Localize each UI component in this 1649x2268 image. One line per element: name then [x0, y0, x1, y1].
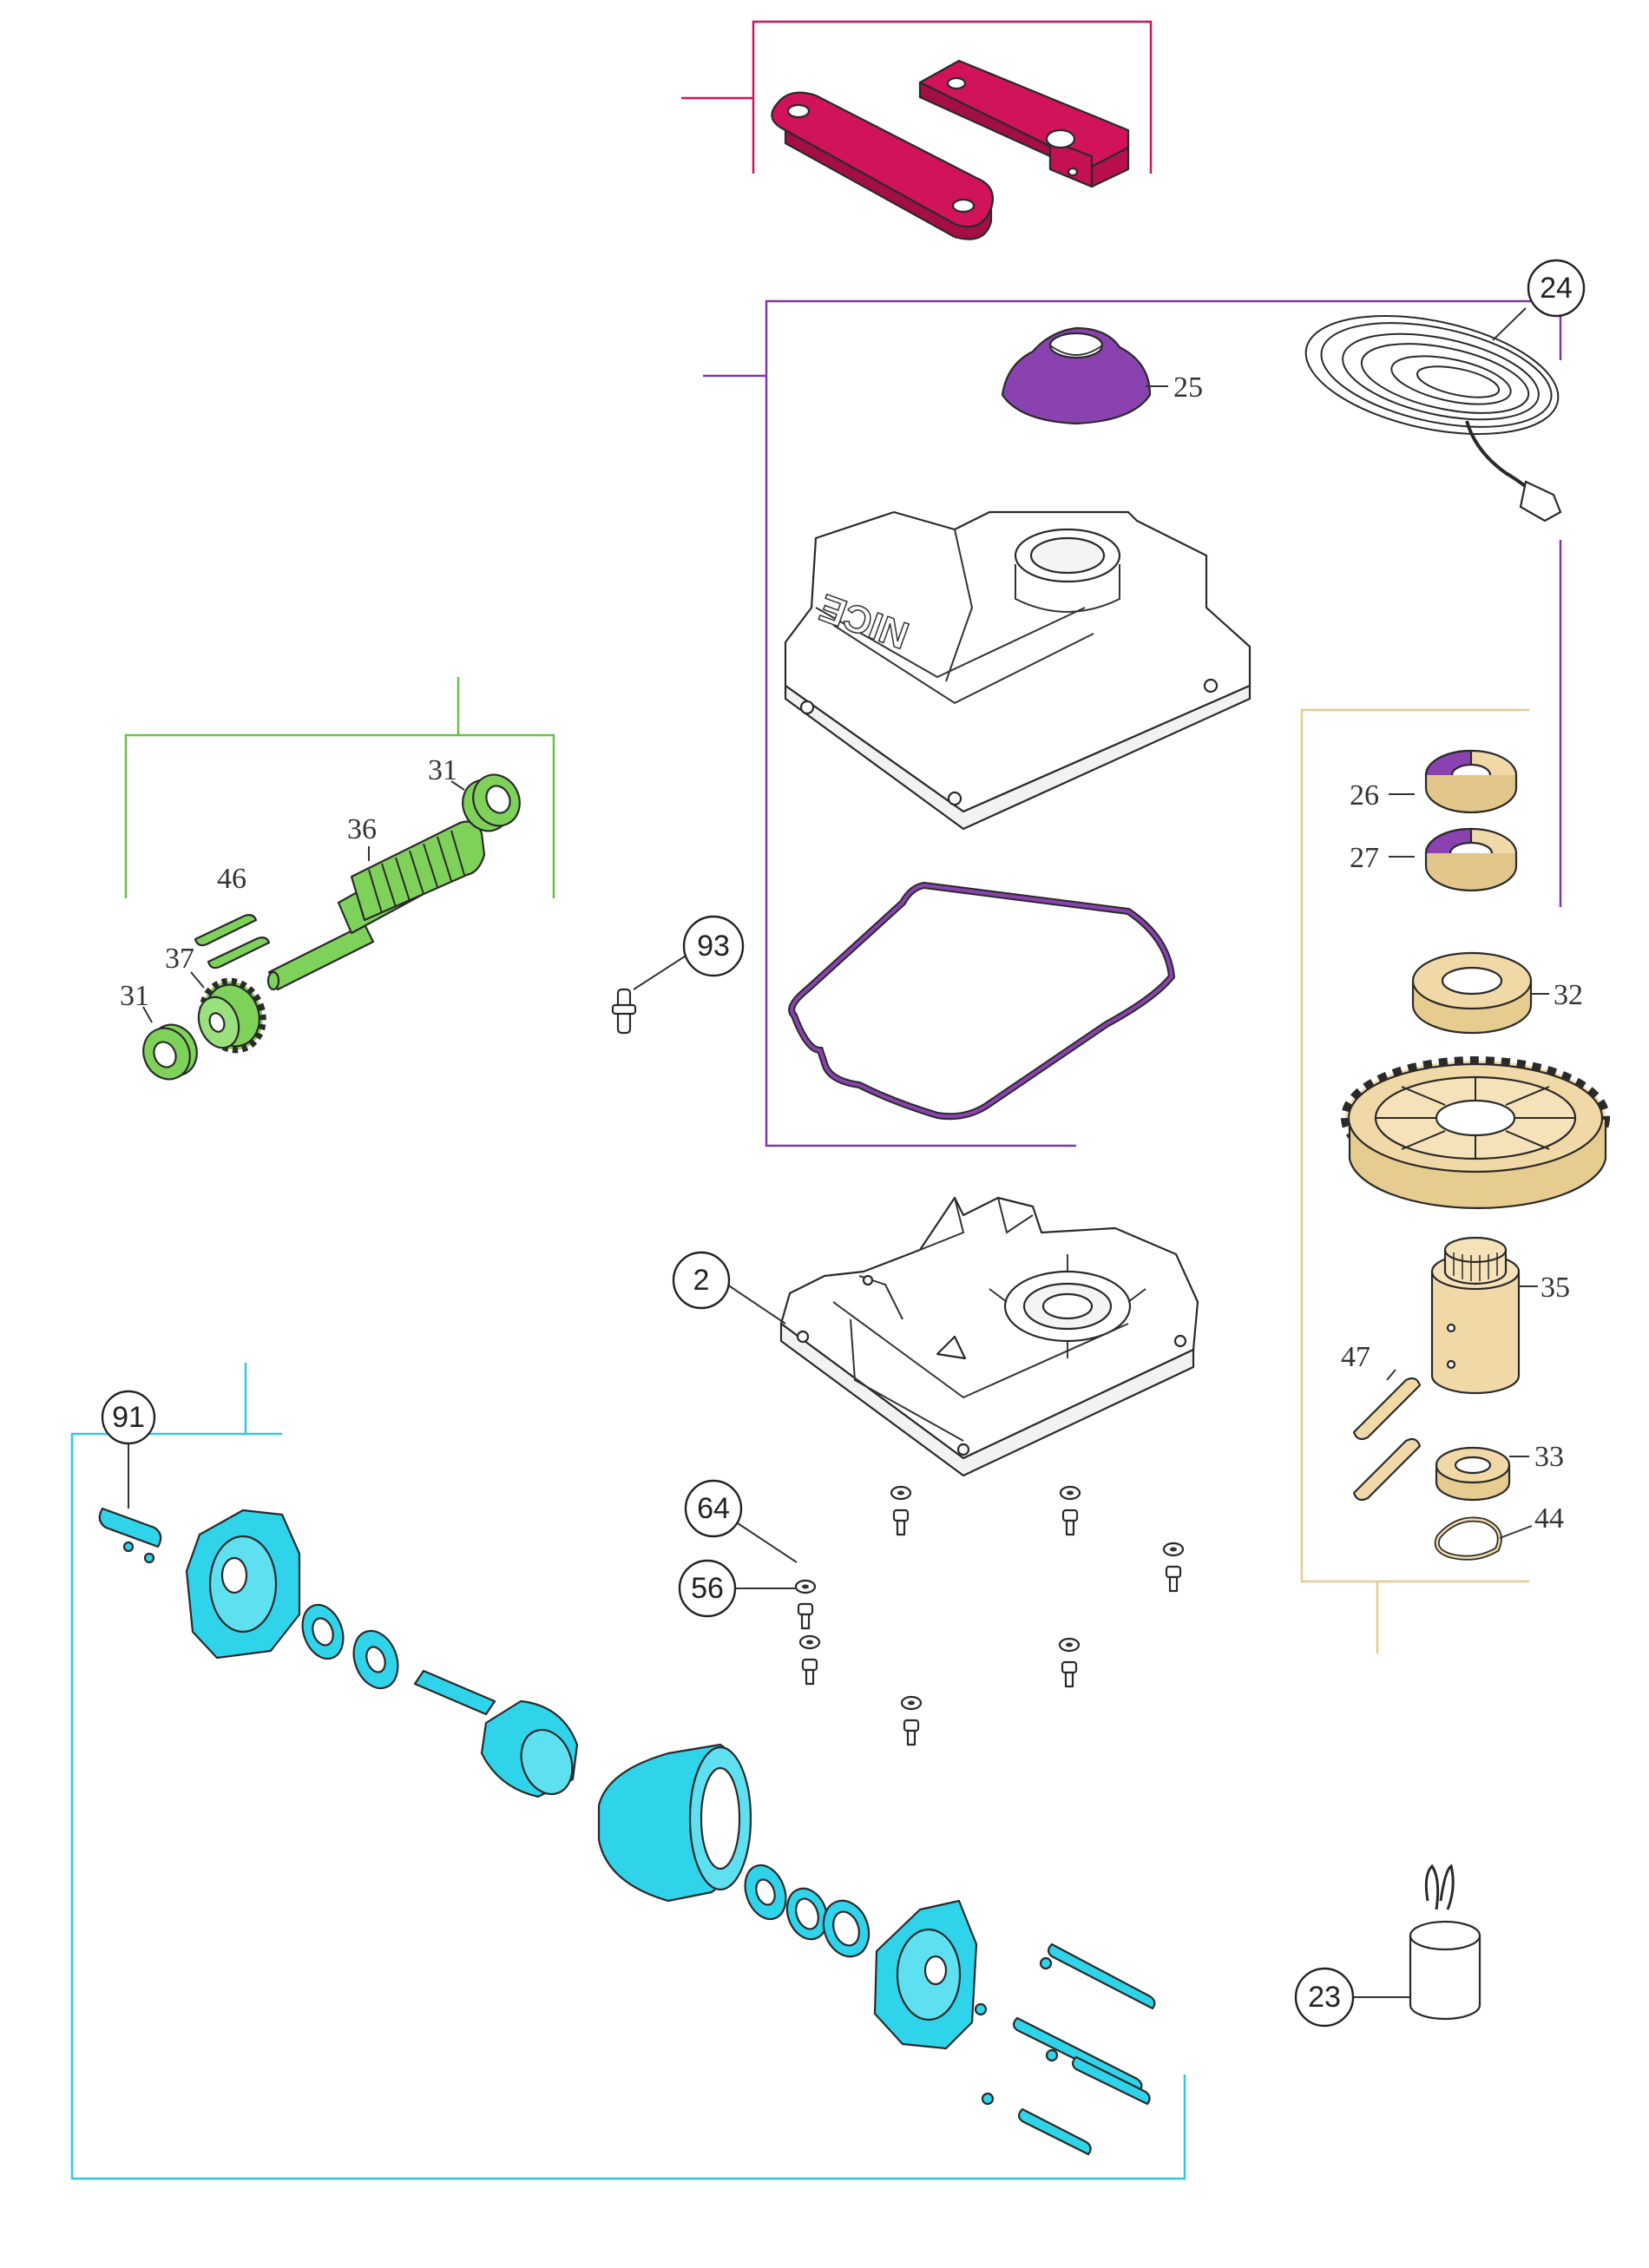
- release-key-flat: [771, 91, 995, 240]
- pin-93: [611, 988, 637, 1035]
- green-group-bracket: [124, 677, 555, 898]
- key-46: 46: [194, 863, 271, 970]
- label-32: 32: [1554, 979, 1583, 1011]
- label-46: 46: [217, 863, 246, 895]
- label-25: 25: [1173, 371, 1203, 404]
- label-31-bottom: 31: [120, 980, 149, 1012]
- washer-26: 26: [1350, 749, 1518, 814]
- label-31-top: 31: [428, 754, 457, 786]
- large-gear: [1341, 1056, 1610, 1210]
- leader-93: [633, 952, 691, 990]
- washer-27: 27: [1350, 827, 1518, 892]
- label-35: 35: [1541, 1272, 1570, 1304]
- release-key-lever: [918, 59, 1130, 188]
- purple-group-bracket: [703, 299, 1562, 1147]
- callout-24: 24: [1527, 259, 1586, 318]
- callout-56: 56: [678, 1559, 737, 1618]
- motor-assembly: [98, 1507, 1156, 2156]
- worm-shaft-36: 36: [266, 813, 486, 991]
- svg-text:93: 93: [697, 930, 730, 963]
- gold-group-bracket: [1300, 708, 1529, 1653]
- label-44: 44: [1534, 1502, 1564, 1535]
- screws-56: [794, 1485, 1185, 1746]
- bearing-32: 32: [1411, 951, 1583, 1035]
- bearing-31-top: 31: [428, 754, 521, 832]
- callout-64: 64: [684, 1479, 743, 1538]
- label-26: 26: [1350, 779, 1379, 812]
- cable-coil-24: [1304, 314, 1562, 523]
- small-gear-37: 37: [165, 943, 266, 1054]
- label-27: 27: [1350, 842, 1379, 874]
- callout-23: 23: [1294, 1967, 1355, 2028]
- base-housing-2: [779, 1196, 1199, 1477]
- callout-2: 2: [672, 1251, 731, 1310]
- svg-text:24: 24: [1540, 272, 1573, 305]
- callout-91: 91: [101, 1390, 156, 1445]
- capacitor-23: [1354, 1864, 1481, 2021]
- svg-text:23: 23: [1308, 1981, 1341, 2014]
- svg-text:64: 64: [697, 1492, 730, 1525]
- cone-washer-25: 25: [1001, 326, 1203, 425]
- label-36: 36: [347, 813, 377, 845]
- callout-93: 93: [682, 915, 745, 977]
- gearbox-cover: NICE: [784, 510, 1252, 831]
- label-33: 33: [1534, 1441, 1564, 1473]
- output-shaft-35: 35: [1430, 1236, 1570, 1395]
- circlip-44: 44: [1434, 1502, 1564, 1561]
- leader-2: [726, 1284, 786, 1325]
- leader-64: [737, 1522, 798, 1563]
- bearing-33: 33: [1435, 1441, 1564, 1502]
- pins-47: 47: [1341, 1341, 1422, 1502]
- crimson-group-bracket: [681, 20, 1153, 174]
- svg-text:91: 91: [112, 1401, 145, 1434]
- svg-text:2: 2: [693, 1264, 710, 1297]
- svg-text:56: 56: [691, 1572, 724, 1605]
- label-47: 47: [1341, 1341, 1370, 1373]
- leader-24: [1492, 307, 1527, 341]
- label-37: 37: [165, 943, 194, 975]
- bearing-31-bottom: 31: [120, 980, 198, 1081]
